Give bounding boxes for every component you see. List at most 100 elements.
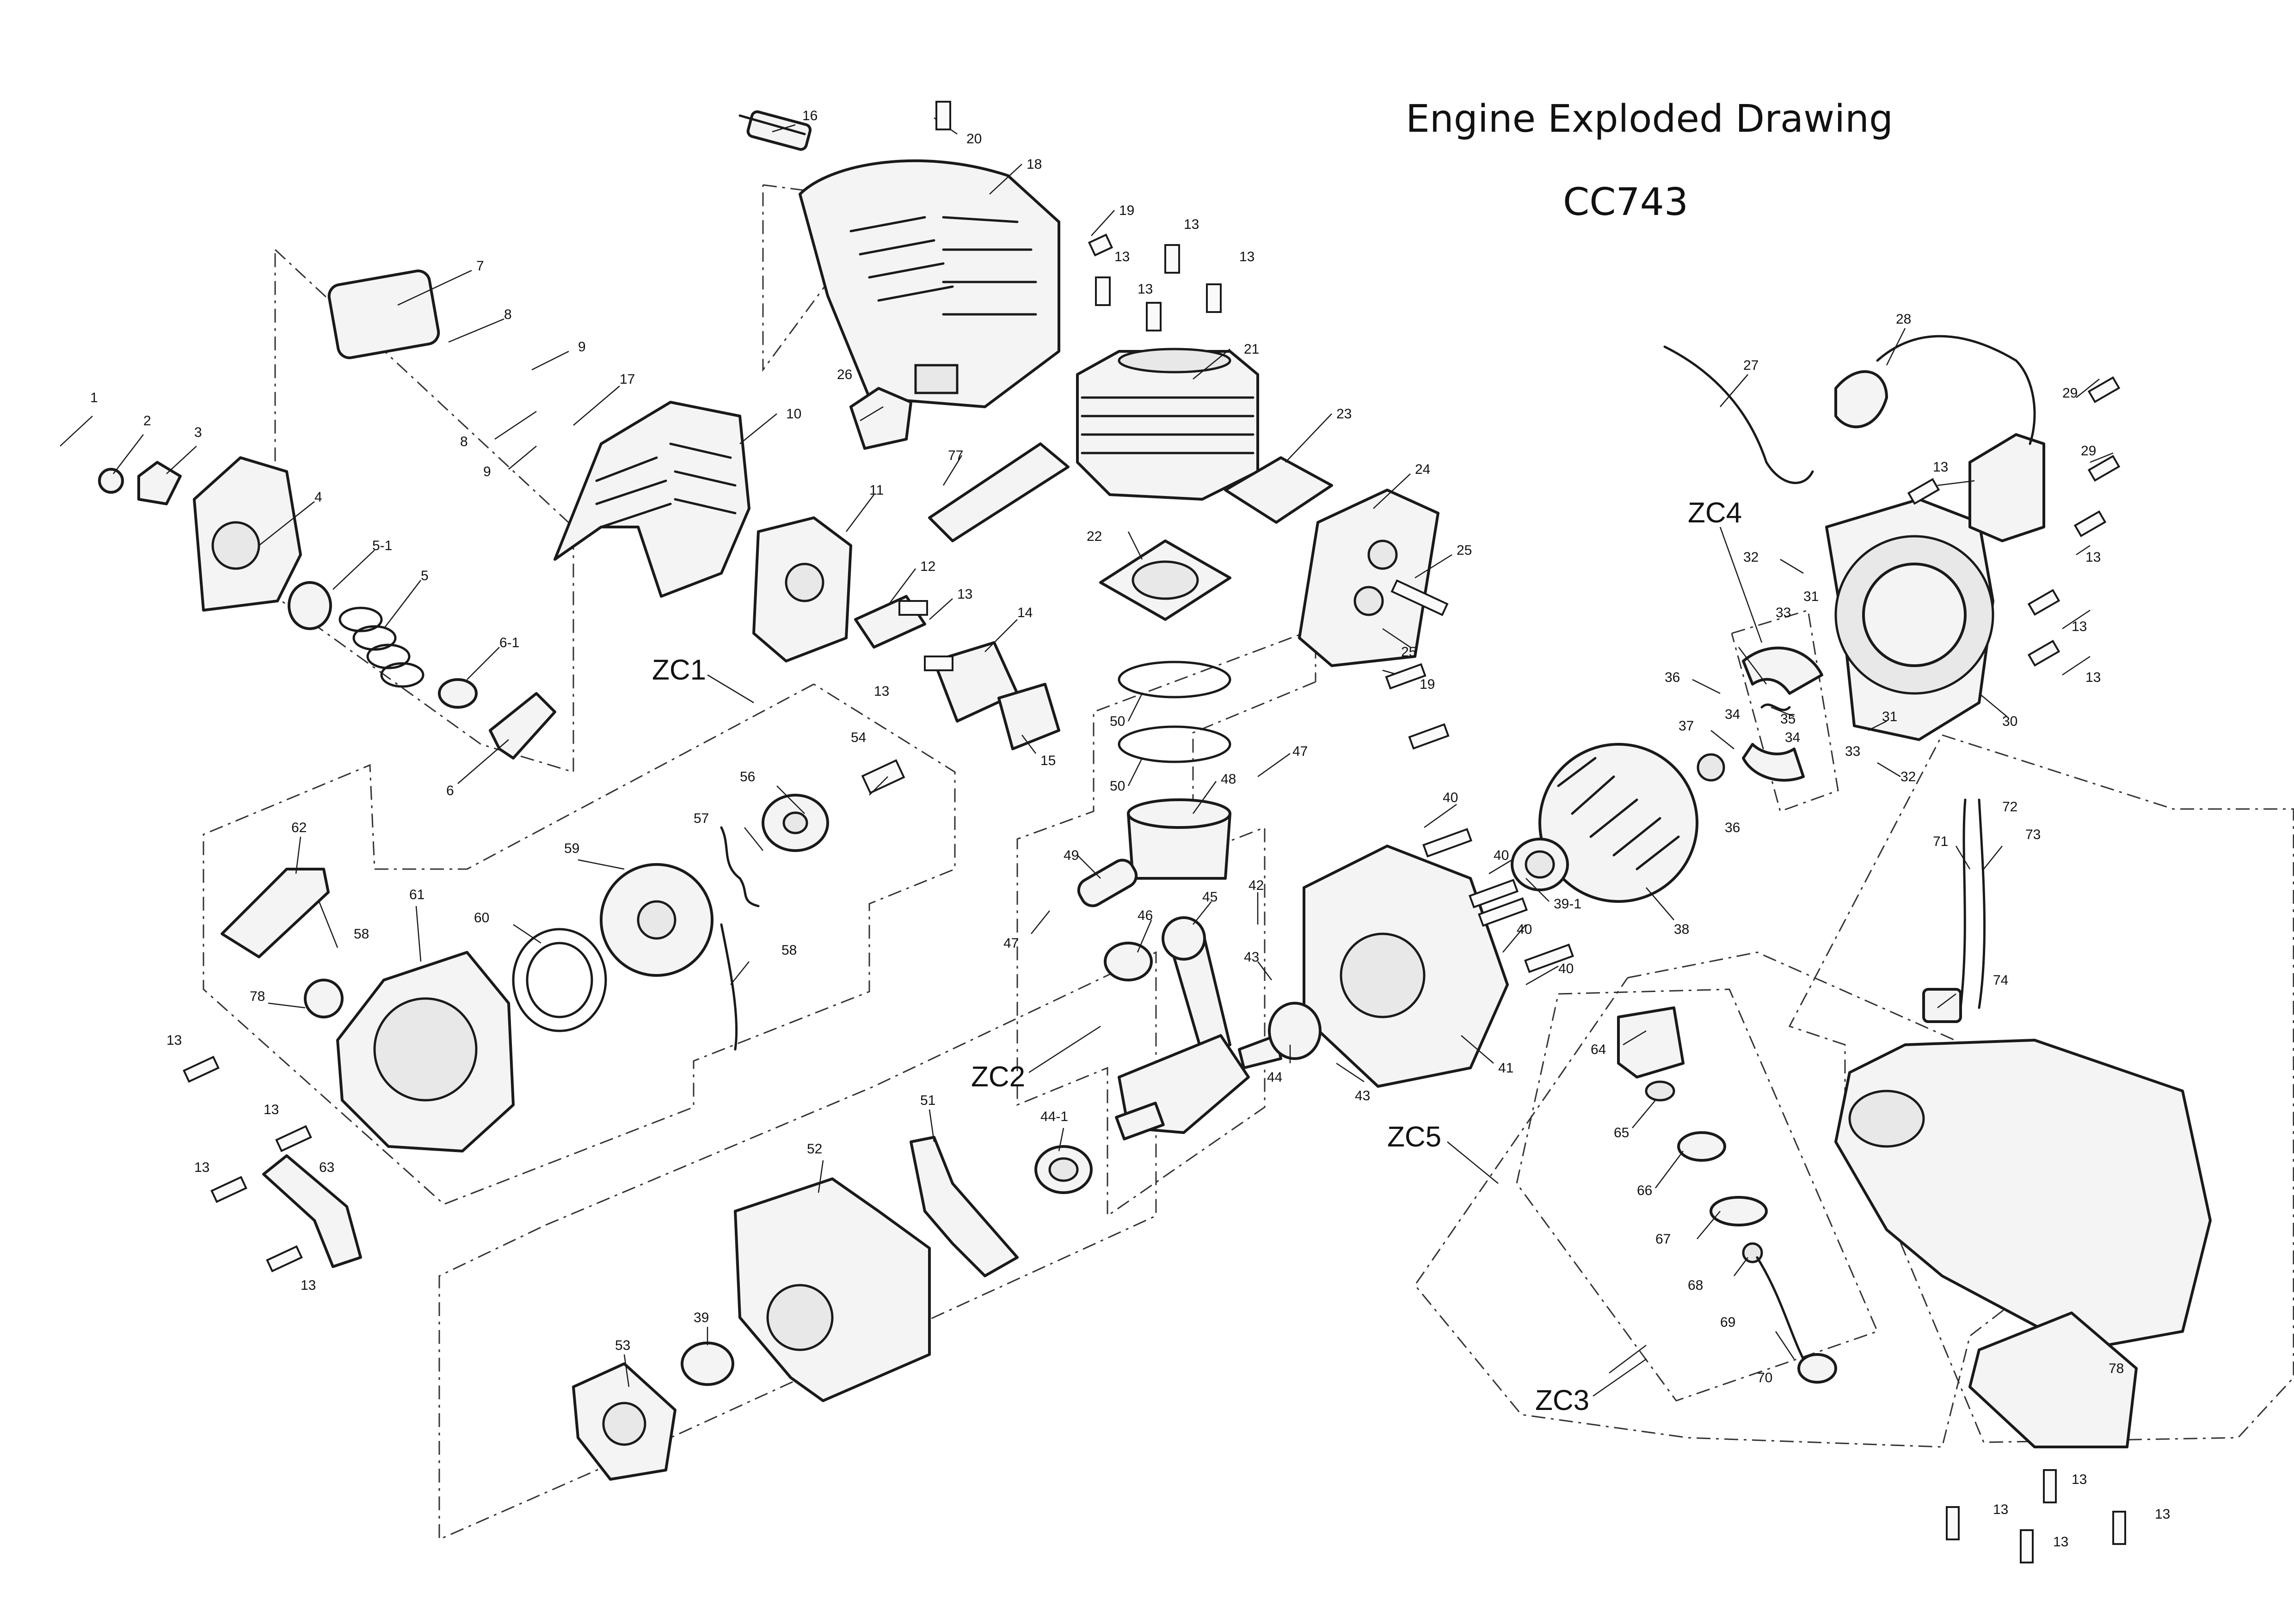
page-title: Engine Exploded Drawing — [1406, 97, 1894, 141]
label-46: 46 — [1138, 908, 1153, 923]
cylinder-cover — [799, 159, 1060, 408]
label-3: 3 — [194, 425, 202, 440]
boundary-zc3 — [1516, 988, 1879, 1402]
label-27: 27 — [1743, 358, 1759, 373]
piston-assembly — [1077, 661, 1231, 907]
label-18: 18 — [1027, 157, 1042, 172]
label-54: 54 — [851, 730, 866, 745]
label-12: 12 — [920, 559, 935, 574]
muffler — [1298, 489, 1439, 667]
leader-lines — [60, 117, 2114, 1387]
label-16: 16 — [802, 108, 818, 123]
label-1: 1 — [90, 390, 98, 405]
label-10: 10 — [786, 406, 801, 422]
ignition-wire — [1663, 345, 1814, 484]
label-68: 68 — [1688, 1278, 1703, 1293]
label-77: 77 — [948, 448, 963, 463]
label-13e: 13 — [957, 587, 972, 602]
label-56: 56 — [740, 769, 755, 784]
label-70: 70 — [1757, 1370, 1772, 1385]
label-52: 52 — [807, 1141, 822, 1157]
spring — [288, 581, 556, 760]
label-72: 72 — [2002, 799, 2017, 815]
label-36a: 36 — [1665, 670, 1680, 685]
label-36b: 36 — [1725, 820, 1740, 835]
label-58a: 58 — [781, 943, 797, 958]
label-6: 6 — [446, 783, 454, 798]
label-47a: 47 — [1292, 744, 1308, 759]
boundary-zc4 — [1731, 609, 1839, 812]
crankcase-half — [1268, 845, 1509, 1088]
clutch-shoes — [1697, 646, 1823, 782]
label-13r: 13 — [301, 1278, 316, 1293]
label-43b: 43 — [1355, 1088, 1370, 1103]
label-53: 53 — [615, 1338, 630, 1353]
label-5: 5 — [421, 568, 429, 583]
label-45: 45 — [1202, 889, 1218, 905]
label-15: 15 — [1040, 753, 1056, 768]
label-33a: 33 — [1776, 605, 1791, 620]
label-13p: 13 — [264, 1102, 279, 1117]
gaskets — [1099, 456, 1333, 621]
label-13i: 13 — [2072, 619, 2087, 634]
label-66: 66 — [1637, 1183, 1652, 1198]
label-7: 7 — [476, 258, 484, 274]
label-13m: 13 — [2155, 1507, 2170, 1522]
label-44-1: 44-1 — [1040, 1109, 1068, 1124]
label-50b: 50 — [1110, 778, 1125, 794]
label-13o: 13 — [166, 1033, 182, 1048]
label-9b: 9 — [483, 464, 491, 479]
clutch-housing — [1825, 498, 1994, 741]
carburetor — [752, 516, 1060, 750]
air-filter-cover — [98, 456, 302, 612]
label-13d: 13 — [1138, 282, 1153, 297]
group-label-zc2: ZC2 — [971, 1061, 1025, 1093]
label-38: 38 — [1674, 922, 1689, 937]
label-37: 37 — [1679, 718, 1694, 734]
boundary-zc1 — [203, 683, 956, 1205]
label-9a: 9 — [578, 339, 586, 355]
label-25a: 25 — [1457, 543, 1472, 558]
label-22: 22 — [1087, 529, 1102, 544]
model-number: CC743 — [1563, 180, 1689, 224]
label-57: 57 — [694, 811, 709, 826]
label-34a: 34 — [1725, 707, 1740, 722]
label-13h: 13 — [2085, 550, 2101, 565]
label-13j: 13 — [2085, 670, 2101, 685]
label-6-1: 6-1 — [499, 635, 519, 650]
boundary-zc5 — [1414, 951, 2091, 1448]
label-74: 74 — [1993, 973, 2008, 988]
filter-element — [327, 270, 440, 359]
heat-shield — [928, 442, 1070, 542]
spark-plug — [738, 110, 812, 151]
label-19a: 19 — [1119, 203, 1134, 218]
label-43a: 43 — [1244, 950, 1259, 965]
label-49: 49 — [1064, 848, 1079, 863]
label-64: 64 — [1591, 1042, 1606, 1057]
flywheel — [1511, 743, 1698, 903]
label-28: 28 — [1896, 312, 1911, 327]
label-40a: 40 — [1443, 790, 1458, 805]
label-4: 4 — [314, 490, 322, 505]
label-13n: 13 — [2053, 1534, 2068, 1550]
label-23: 23 — [1336, 406, 1352, 422]
label-41: 41 — [1498, 1060, 1513, 1076]
label-39-1: 39-1 — [1554, 896, 1581, 912]
label-50a: 50 — [1110, 714, 1125, 729]
label-63: 63 — [319, 1160, 334, 1175]
label-61: 61 — [409, 887, 424, 902]
label-59: 59 — [564, 841, 579, 856]
label-65: 65 — [1614, 1125, 1629, 1140]
label-35: 35 — [1780, 711, 1796, 727]
label-24: 24 — [1415, 462, 1430, 477]
ignition-coil — [1834, 335, 2045, 542]
label-39: 39 — [694, 1310, 709, 1325]
label-13q: 13 — [194, 1160, 209, 1175]
crankshaft — [1104, 916, 1282, 1140]
label-40d: 40 — [1558, 961, 1574, 976]
label-13g: 13 — [1933, 460, 1948, 475]
label-40b: 40 — [1494, 848, 1509, 863]
group-label-zc5: ZC5 — [1387, 1121, 1441, 1153]
label-19b: 19 — [1420, 677, 1435, 692]
bolts — [183, 101, 2126, 1563]
